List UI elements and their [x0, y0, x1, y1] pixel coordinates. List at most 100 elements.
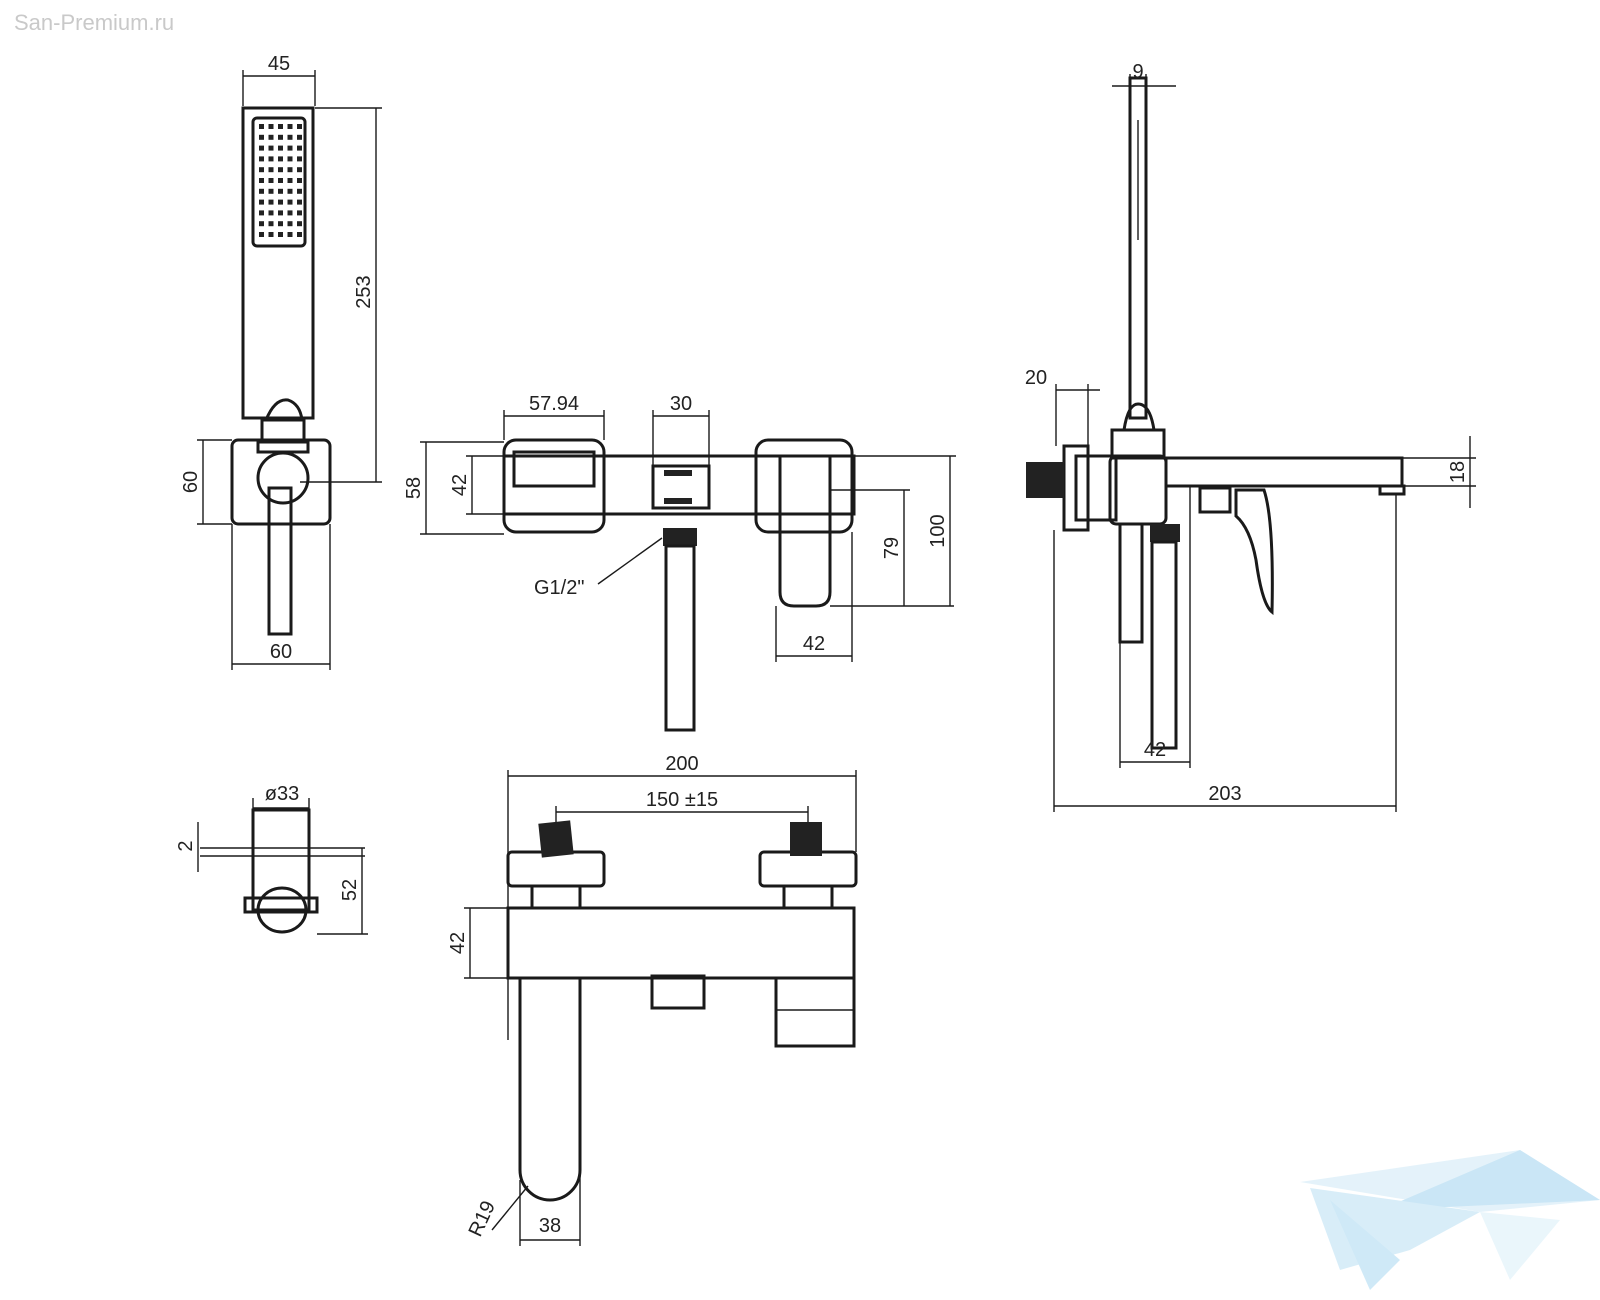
thread-nut [663, 528, 697, 546]
nozzle-dot [268, 199, 274, 205]
nozzle-dot [287, 232, 293, 237]
nozzle-dot [297, 156, 302, 162]
nozzle-dot [297, 178, 302, 183]
side-diverter [1198, 486, 1232, 514]
nozzle-dot [287, 188, 293, 194]
dim-spout-total: 100 [927, 514, 949, 547]
nozzle-dot [287, 167, 293, 173]
hand-shower-view: 45 253 60 60 [180, 53, 382, 670]
top-lever [774, 976, 856, 1048]
top-diverter [650, 974, 706, 1010]
watermark: San-Premium.ru [14, 10, 175, 35]
front-view: 57.94 30 58 42 G1/2" 79 100 42 [403, 393, 956, 732]
nozzle-dot [268, 145, 274, 151]
hose-pipe [267, 486, 293, 636]
nozzle-dot [268, 134, 274, 140]
nozzle-dot [268, 210, 274, 216]
nozzle-dot [259, 188, 264, 194]
nozzle-dot [268, 124, 274, 129]
nozzle-dot [268, 178, 274, 183]
nozzle-dot [278, 167, 283, 173]
flange-base [243, 896, 319, 914]
dim-thread: G1/2" [534, 577, 584, 599]
dim-side-hose: 9 [1132, 61, 1143, 83]
bathtub-logo-icon [1300, 1150, 1600, 1290]
nozzle-dot [287, 156, 293, 162]
nozzle-dot [278, 178, 283, 183]
dim-flange-dia: ø33 [265, 783, 299, 805]
dim-diverter: 30 [670, 393, 692, 415]
flange-view: ø33 2 52 [175, 783, 368, 935]
dim-flange-thk: 2 [175, 840, 197, 851]
nozzle-dot [259, 145, 264, 151]
flange-nut [256, 886, 308, 934]
nozzle-dot [297, 221, 302, 227]
dim-side-wall: 20 [1025, 367, 1047, 389]
nozzle-dot [297, 188, 302, 194]
nozzle-dot [287, 134, 293, 140]
nozzle-dot [297, 167, 302, 173]
nozzle-dot [278, 221, 283, 227]
nozzle-dot [268, 188, 274, 194]
nozzle-dot [259, 199, 264, 205]
side-connector-top [1122, 402, 1156, 432]
nozzle-dot [287, 210, 293, 216]
nozzle-dot [268, 156, 274, 162]
nozzle-dot [278, 124, 283, 129]
hose-connector-ring [256, 440, 310, 454]
nozzle-dot [278, 188, 283, 194]
nozzle-dot [278, 232, 283, 237]
dim-holder-width: 60 [270, 641, 292, 663]
left-nut [530, 884, 582, 910]
right-cap [754, 438, 854, 534]
dim-side-bottom: 42 [1144, 739, 1166, 761]
nozzle-dot [297, 232, 302, 237]
nozzle-dot [287, 145, 293, 151]
left-eccentric [506, 850, 606, 888]
nozzle-grid-icon [259, 124, 302, 237]
nozzle-face [251, 116, 307, 248]
nozzle-dot [259, 134, 264, 140]
nozzle-dot [268, 167, 274, 173]
nozzle-dot [278, 134, 283, 140]
nozzle-dot [259, 232, 264, 237]
nozzle-dot [278, 210, 283, 216]
nozzle-dot [259, 124, 264, 129]
dim-top-radius: R19 [465, 1198, 500, 1241]
dim-top-centers: 150 ±15 [646, 789, 718, 811]
dim-top-spout: 38 [539, 1215, 561, 1237]
slide-rail [1128, 76, 1148, 420]
nozzle-dot [287, 124, 293, 129]
wall-connector [1074, 454, 1118, 522]
top-body [506, 906, 856, 980]
nozzle-dot [259, 156, 264, 162]
nozzle-dot [278, 145, 283, 151]
side-connector-nut [1110, 428, 1166, 460]
nozzle-dot [287, 178, 293, 183]
nozzle-dot [297, 199, 302, 205]
right-nut [782, 884, 834, 910]
holder-knob [256, 451, 310, 505]
side-lever [1234, 488, 1274, 616]
flange-body [251, 808, 311, 912]
dim-flange-height: 52 [339, 879, 361, 901]
wall-thread [1026, 462, 1064, 498]
nozzle-dot [297, 124, 302, 129]
dim-top-body: 42 [447, 932, 469, 954]
nozzle-dot [259, 167, 264, 173]
dim-front-left: 57.94 [529, 393, 579, 415]
shower-outlet-pipe [664, 544, 696, 732]
top-spout [518, 976, 582, 1202]
top-view: 200 150 ±15 42 R19 38 [447, 753, 858, 1246]
dim-side-depth: 203 [1208, 783, 1241, 805]
side-supply [1118, 522, 1144, 644]
dim-top-width: 200 [665, 753, 698, 775]
diverter-box [651, 464, 711, 510]
dim-hs-length: 253 [353, 275, 375, 308]
hand-shower-body [241, 106, 315, 420]
right-eccentric [758, 850, 858, 888]
dim-front-top: 42 [449, 474, 471, 496]
nozzle-dot [268, 232, 274, 237]
nozzle-dot [287, 199, 293, 205]
